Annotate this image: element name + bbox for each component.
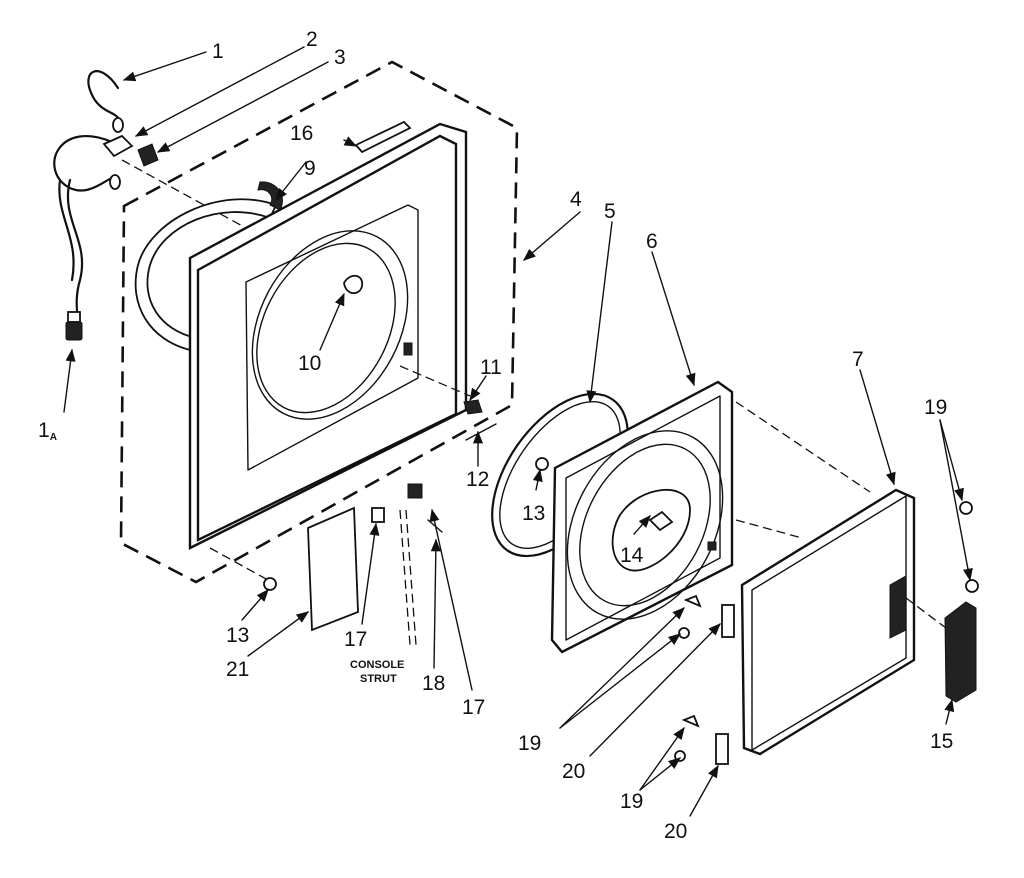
outer-door-part xyxy=(735,401,916,756)
callout-15: 15 xyxy=(930,730,953,753)
door-handle-part xyxy=(905,597,977,703)
callout-6: 6 xyxy=(646,230,658,253)
callout-19-middle: 19 xyxy=(518,732,541,755)
callout-1: 1 xyxy=(212,40,224,63)
front-panel-part xyxy=(188,122,471,581)
callout-12: 12 xyxy=(466,468,489,491)
callout-19-bottom: 19 xyxy=(620,790,643,813)
console-strut-note-line1: CONSOLE xyxy=(350,659,404,671)
callout-2: 2 xyxy=(306,28,318,51)
callout-20-middle: 20 xyxy=(562,760,585,783)
callout-17-right: 17 xyxy=(462,696,485,719)
callout-21: 21 xyxy=(226,658,249,681)
callout-17-left: 17 xyxy=(344,628,367,651)
callout-11: 11 xyxy=(480,356,502,379)
callout-4: 4 xyxy=(570,188,582,211)
callout-16: 16 xyxy=(290,122,313,145)
callout-1a: 1A xyxy=(38,419,57,443)
power-cord-part xyxy=(53,70,124,341)
access-plate-part xyxy=(307,506,359,632)
callout-13-upper: 13 xyxy=(522,502,545,525)
callout-5: 5 xyxy=(604,200,616,223)
callout-13-lower: 13 xyxy=(226,624,249,647)
callout-20-bottom: 20 xyxy=(664,820,687,843)
callout-7: 7 xyxy=(852,348,864,371)
hinge-screws xyxy=(263,399,979,765)
callout-10: 10 xyxy=(298,352,321,375)
inner-door-part xyxy=(550,380,734,654)
callout-19-right: 19 xyxy=(924,396,947,419)
assembly-outline-dashed xyxy=(119,60,519,584)
terminal-block-part xyxy=(102,134,247,229)
callout-3: 3 xyxy=(334,46,346,69)
callout-9: 9 xyxy=(304,157,316,180)
callout-14: 14 xyxy=(620,544,644,567)
bumper-strip-part xyxy=(354,120,412,154)
console-strut-part xyxy=(399,509,417,646)
callout-arrows xyxy=(63,46,973,817)
callout-18: 18 xyxy=(422,672,445,695)
console-strut-note-line2: STRUT xyxy=(360,673,397,685)
